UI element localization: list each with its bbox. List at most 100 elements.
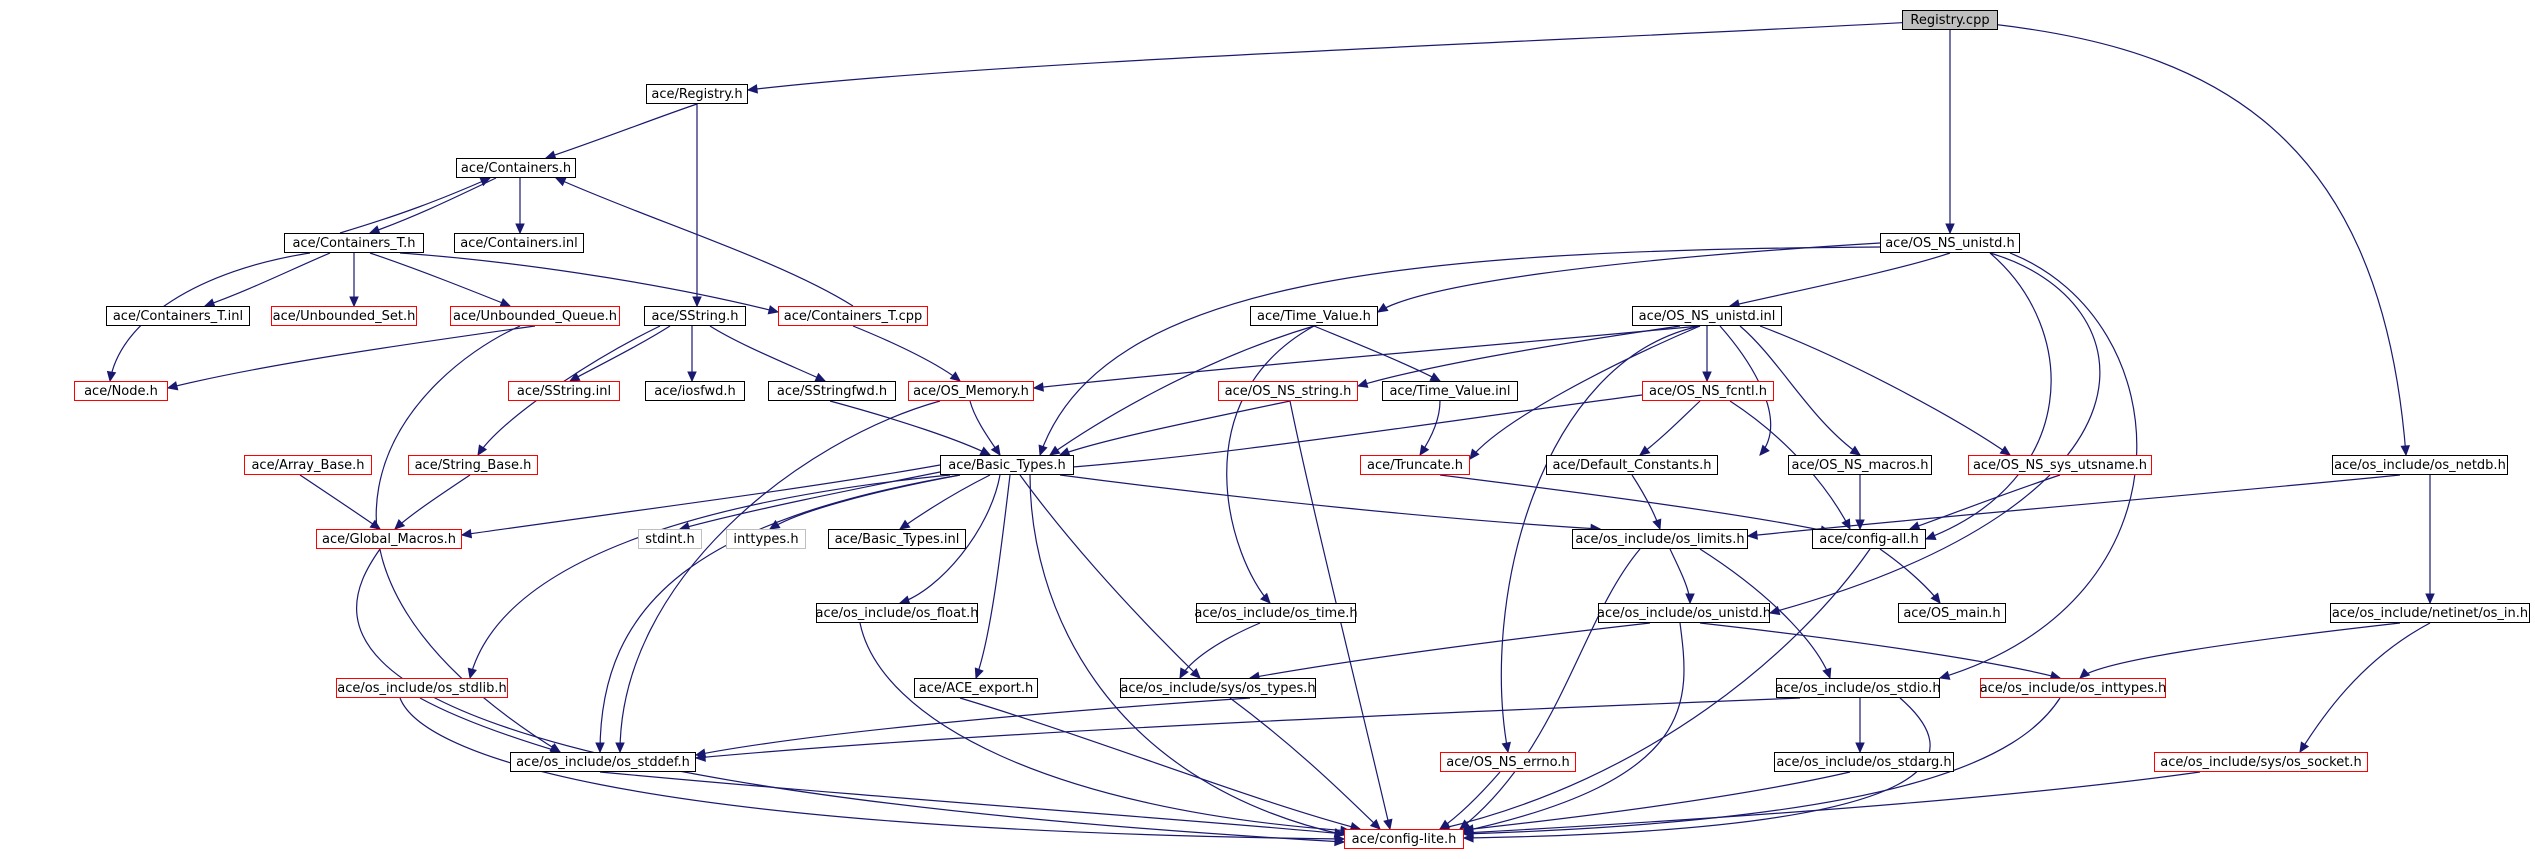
node-os-stdio-h[interactable]: ace/os_include/os_stdio.h bbox=[1775, 678, 1941, 698]
node-os-ns-errno-h[interactable]: ace/OS_NS_errno.h bbox=[1440, 752, 1576, 772]
edge-arrowhead bbox=[595, 742, 605, 754]
edge-arrowhead bbox=[1930, 592, 1941, 604]
edge-arrowhead bbox=[1334, 828, 1346, 838]
node-containers-t-cpp[interactable]: ace/Containers_T.cpp bbox=[778, 306, 928, 326]
edge-arrowhead bbox=[1945, 223, 1955, 235]
node-ace-export-h[interactable]: ace/ACE_export.h bbox=[914, 678, 1038, 698]
node-basic-types-h[interactable]: ace/Basic_Types.h bbox=[940, 455, 1074, 475]
node-os-limits-h[interactable]: ace/os_include/os_limits.h bbox=[1572, 529, 1748, 549]
dependency-edge bbox=[569, 325, 671, 382]
edge-arrowhead bbox=[369, 519, 382, 530]
node-netinet-os-in-h[interactable]: ace/os_include/netinet/os_in.h bbox=[2330, 603, 2530, 623]
node-os-ns-macros-h[interactable]: ace/OS_NS_macros.h bbox=[1788, 455, 1932, 475]
dependency-edge bbox=[1226, 325, 1315, 604]
node-os-unistd-h[interactable]: ace/os_include/os_unistd.h bbox=[1597, 603, 1771, 623]
dependency-edge bbox=[1769, 252, 2101, 614]
node-os-memory-h[interactable]: ace/OS_Memory.h bbox=[908, 381, 1034, 401]
node-iosfwd-h[interactable]: ace/iosfwd.h bbox=[645, 381, 745, 401]
dependency-edge bbox=[975, 474, 1011, 679]
node-registry-h[interactable]: ace/Registry.h bbox=[646, 84, 748, 104]
dependency-edge bbox=[1059, 474, 1601, 530]
node-os-float-h[interactable]: ace/os_include/os_float.h bbox=[816, 603, 979, 623]
node-registry-cpp: Registry.cpp bbox=[1902, 10, 1998, 30]
dependency-edge bbox=[1059, 400, 1291, 456]
dependency-edge bbox=[399, 697, 1345, 840]
dependency-edge bbox=[2079, 622, 2401, 679]
dependency-edge bbox=[1029, 394, 1643, 471]
node-unbounded-queue-h[interactable]: ace/Unbounded_Queue.h bbox=[450, 306, 620, 326]
node-os-ns-sys-utsname-h[interactable]: ace/OS_NS_sys_utsname.h bbox=[1968, 455, 2152, 475]
node-os-stdarg-h[interactable]: ace/os_include/os_stdarg.h bbox=[1774, 752, 1954, 772]
node-basic-types-inl[interactable]: ace/Basic_Types.inl bbox=[828, 529, 966, 549]
node-config-all-h[interactable]: ace/config-all.h bbox=[1812, 529, 1926, 549]
dependency-edge bbox=[369, 252, 511, 307]
node-sstringfwd-h[interactable]: ace/SStringfwd.h bbox=[768, 381, 896, 401]
dependency-edge bbox=[747, 19, 1951, 91]
dependency-edge bbox=[399, 252, 779, 313]
dependency-edge bbox=[1699, 622, 2061, 679]
node-sstring-inl[interactable]: ace/SString.inl bbox=[508, 381, 620, 401]
dependency-edge bbox=[695, 697, 1251, 756]
edge-arrowhead bbox=[2400, 445, 2411, 457]
node-sstring-h[interactable]: ace/SString.h bbox=[644, 306, 746, 326]
dependency-edge bbox=[1469, 325, 1701, 460]
edge-arrowhead bbox=[1685, 593, 1695, 605]
node-config-lite-h[interactable]: ace/config-lite.h bbox=[1344, 829, 1464, 849]
dependency-edge bbox=[1463, 697, 1931, 839]
edge-arrowhead bbox=[768, 519, 781, 530]
dependency-edge bbox=[1500, 325, 1701, 753]
edge-arrowhead bbox=[460, 528, 473, 539]
dependency-edge bbox=[1049, 325, 1315, 456]
node-node-h[interactable]: ace/Node.h bbox=[74, 381, 168, 401]
node-default-constants-h[interactable]: ace/Default_Constants.h bbox=[1546, 455, 1718, 475]
edge-arrowhead bbox=[1032, 382, 1044, 392]
node-os-ns-unistd-h[interactable]: ace/OS_NS_unistd.h bbox=[1880, 233, 2020, 253]
node-containers-inl[interactable]: ace/Containers.inl bbox=[454, 233, 584, 253]
dependency-edge bbox=[1439, 474, 1831, 533]
node-sys-os-types-h[interactable]: ace/os_include/sys/os_types.h bbox=[1120, 678, 1316, 698]
edge-arrowhead bbox=[687, 371, 697, 383]
node-os-stdlib-h[interactable]: ace/os_include/os_stdlib.h bbox=[336, 678, 508, 698]
edge-arrowhead bbox=[515, 223, 525, 235]
edge-arrowhead bbox=[767, 305, 780, 315]
node-os-ns-unistd-inl[interactable]: ace/OS_NS_unistd.inl bbox=[1632, 306, 1782, 326]
node-inttypes-h: inttypes.h bbox=[726, 529, 806, 549]
edge-arrowhead bbox=[1429, 372, 1442, 382]
edge-arrowhead bbox=[898, 519, 911, 530]
node-containers-t-h[interactable]: ace/Containers_T.h bbox=[284, 233, 424, 253]
dependency-edge bbox=[1459, 622, 1685, 833]
node-os-netdb-h[interactable]: ace/os_include/os_netdb.h bbox=[2332, 455, 2508, 475]
node-containers-h[interactable]: ace/Containers.h bbox=[456, 158, 576, 178]
edge-layer bbox=[106, 19, 2435, 847]
node-os-ns-fcntl-h[interactable]: ace/OS_NS_fcntl.h bbox=[1642, 381, 1774, 401]
edge-arrowhead bbox=[746, 84, 758, 94]
node-os-inttypes-h[interactable]: ace/os_include/os_inttypes.h bbox=[1980, 678, 2166, 698]
edge-arrowhead bbox=[1048, 445, 1061, 456]
node-os-stddef-h[interactable]: ace/os_include/os_stddef.h bbox=[510, 752, 696, 772]
dependency-edge bbox=[709, 325, 826, 382]
dependency-edge bbox=[1033, 325, 1701, 389]
dependency-edge bbox=[599, 474, 961, 753]
dependency-edge bbox=[555, 177, 854, 307]
node-array-base-h[interactable]: ace/Array_Base.h bbox=[244, 455, 372, 475]
edge-arrowhead bbox=[1639, 445, 1651, 456]
node-global-macros-h[interactable]: ace/Global_Macros.h bbox=[316, 529, 462, 549]
node-time-value-h[interactable]: ace/Time_Value.h bbox=[1250, 306, 1378, 326]
node-truncate-h[interactable]: ace/Truncate.h bbox=[1360, 455, 1470, 475]
dependency-edge bbox=[1699, 548, 1831, 679]
edge-arrowhead bbox=[477, 444, 488, 457]
node-os-main-h[interactable]: ace/OS_main.h bbox=[1898, 603, 2006, 623]
dependency-edge bbox=[679, 469, 951, 530]
edge-arrowhead bbox=[1849, 445, 1862, 456]
node-sys-os-socket-h[interactable]: ace/os_include/sys/os_socket.h bbox=[2154, 752, 2368, 772]
node-unbounded-set-h[interactable]: ace/Unbounded_Set.h bbox=[271, 306, 417, 326]
node-containers-t-inl[interactable]: ace/Containers_T.inl bbox=[106, 306, 250, 326]
node-string-base-h[interactable]: ace/String_Base.h bbox=[408, 455, 538, 475]
dependency-edge bbox=[959, 697, 1361, 830]
edge-arrowhead bbox=[1038, 444, 1048, 457]
node-time-value-inl[interactable]: ace/Time_Value.inl bbox=[1382, 381, 1518, 401]
node-os-time-h[interactable]: ace/os_include/os_time.h bbox=[1194, 603, 1358, 623]
node-os-ns-string-h[interactable]: ace/OS_NS_string.h bbox=[1218, 381, 1358, 401]
